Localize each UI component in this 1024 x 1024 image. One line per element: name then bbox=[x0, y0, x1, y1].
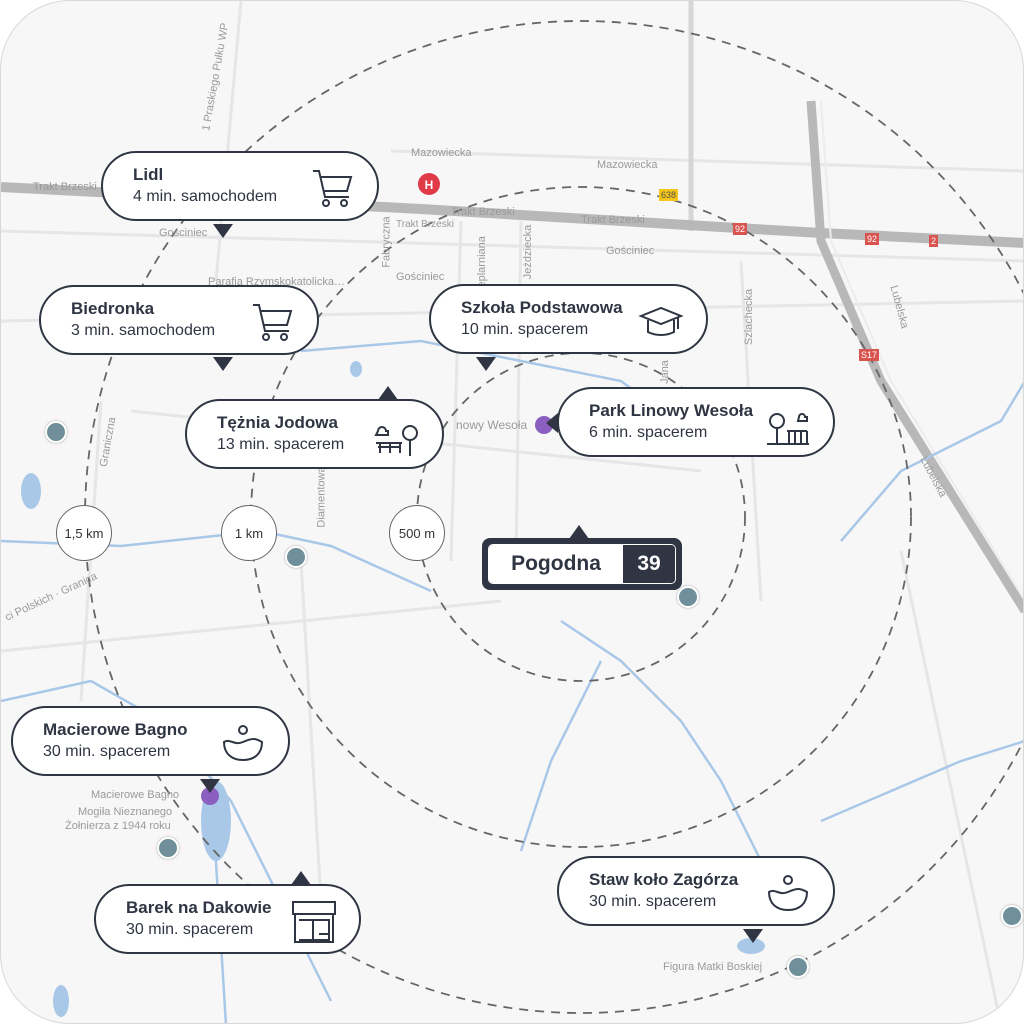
school-poi-icon[interactable] bbox=[45, 421, 67, 443]
map-label: Fabryczna bbox=[380, 216, 393, 268]
road-shield: 638 bbox=[659, 189, 679, 201]
callout-title: Barek na Dakowie bbox=[126, 898, 272, 917]
map-label: Gościniec bbox=[396, 271, 445, 283]
callout-title: Szkoła Podstawowa bbox=[461, 298, 623, 317]
callout-staw-kolo-zagorza[interactable]: Staw koło Zagórza 30 min. spacerem bbox=[557, 856, 835, 926]
monument-poi-icon[interactable] bbox=[1001, 905, 1023, 927]
road-shield: 92 bbox=[865, 233, 880, 245]
map-label: Mogiła Nieznanego bbox=[78, 806, 173, 818]
map-label: Jeździecka bbox=[522, 224, 535, 280]
park-fence-icon bbox=[767, 413, 809, 445]
center-number: 39 bbox=[623, 545, 675, 583]
callout-pointer bbox=[291, 871, 311, 885]
monument-poi-icon[interactable] bbox=[787, 956, 809, 978]
callout-time: 30 min. spacerem bbox=[589, 893, 717, 910]
callout-biedronka[interactable]: Biedronka 3 min. samochodem bbox=[39, 285, 319, 355]
callout-teznia-jodowa[interactable]: Tężnia Jodowa 13 min. spacerem bbox=[185, 399, 444, 469]
callout-time: 30 min. spacerem bbox=[126, 921, 254, 938]
shopping-cart-icon bbox=[313, 170, 353, 207]
map-label: Mazowiecka bbox=[597, 159, 658, 171]
map-label: Figura Matki Boskiej bbox=[663, 961, 763, 973]
school-poi-icon[interactable] bbox=[285, 546, 307, 568]
callout-pointer bbox=[378, 386, 398, 400]
center-pointer bbox=[569, 525, 589, 539]
distance-badge-1500m: 1,5 km bbox=[56, 505, 112, 561]
svg-text:H: H bbox=[425, 178, 434, 192]
road-shield: 92 bbox=[733, 223, 748, 235]
callout-time: 4 min. samochodem bbox=[133, 188, 278, 205]
callout-title: Staw koło Zagórza bbox=[589, 870, 739, 889]
pond-icon bbox=[767, 875, 809, 912]
callout-pointer bbox=[546, 413, 558, 433]
map-label: Gościniec bbox=[159, 227, 208, 239]
road-shield: 2 bbox=[929, 235, 939, 247]
callout-time: 10 min. spacerem bbox=[461, 321, 589, 338]
s17-expressway bbox=[806, 100, 1023, 614]
callout-title: Lidl bbox=[133, 165, 164, 184]
map-label: Jana bbox=[658, 360, 671, 384]
road-shield: S17 bbox=[859, 349, 880, 361]
map-label: Gościniec bbox=[606, 245, 655, 257]
hospital-icon[interactable] bbox=[418, 173, 440, 195]
callout-time: 30 min. spacerem bbox=[43, 743, 171, 760]
map-label: Żołnierza z 1944 roku bbox=[65, 820, 171, 832]
callout-szkola-podstawowa[interactable]: Szkoła Podstawowa 10 min. spacerem bbox=[429, 284, 708, 354]
callout-time: 13 min. spacerem bbox=[217, 436, 345, 453]
map-label: Trakt Brzeski bbox=[451, 206, 515, 218]
map-label: Trakt Brzeski bbox=[33, 181, 97, 193]
distance-badge-500m: 500 m bbox=[389, 505, 445, 561]
callout-title: Park Linowy Wesoła bbox=[589, 401, 754, 420]
callout-pointer bbox=[213, 357, 233, 371]
map-label: Szlachecka bbox=[743, 288, 756, 346]
map-label: Trakt Brzeski bbox=[581, 214, 645, 226]
callout-title: Tężnia Jodowa bbox=[217, 413, 338, 432]
monument-poi-icon[interactable] bbox=[157, 837, 179, 859]
callout-pointer bbox=[743, 929, 763, 943]
callout-barek-na-dakowie[interactable]: Barek na Dakowie 30 min. spacerem bbox=[94, 884, 361, 954]
callout-macierowe-bagno[interactable]: Macierowe Bagno 30 min. spacerem bbox=[11, 706, 290, 776]
callout-title: Macierowe Bagno bbox=[43, 720, 188, 739]
map-label: nowy Wesoła bbox=[456, 418, 528, 432]
callout-pointer bbox=[213, 224, 233, 238]
shopping-cart-icon bbox=[253, 304, 293, 341]
callout-pointer bbox=[476, 357, 496, 371]
distance-badge-1km: 1 km bbox=[221, 505, 277, 561]
map-label: Diamentowa bbox=[315, 466, 328, 528]
center-location-marker[interactable]: Pogodna 39 bbox=[482, 538, 682, 590]
map-label: Mazowiecka bbox=[411, 147, 472, 159]
center-street: Pogodna bbox=[489, 545, 623, 583]
callout-time: 3 min. samochodem bbox=[71, 322, 216, 339]
callout-title: Biedronka bbox=[71, 299, 155, 318]
park-bench-icon bbox=[374, 425, 418, 456]
callout-pointer bbox=[200, 779, 220, 793]
graduation-cap-icon bbox=[638, 306, 684, 336]
map-label: Macierowe Bagno bbox=[91, 789, 180, 801]
shop-icon bbox=[292, 901, 336, 943]
school-poi-icon[interactable] bbox=[677, 586, 699, 608]
callout-time: 6 min. spacerem bbox=[589, 424, 708, 441]
pond-icon bbox=[222, 725, 264, 762]
callout-lidl[interactable]: Lidl 4 min. samochodem bbox=[101, 151, 379, 221]
map-label: Trakt Brzeski bbox=[396, 219, 454, 230]
callout-park-linowy-wesola[interactable]: Park Linowy Wesoła 6 min. spacerem bbox=[557, 387, 835, 457]
